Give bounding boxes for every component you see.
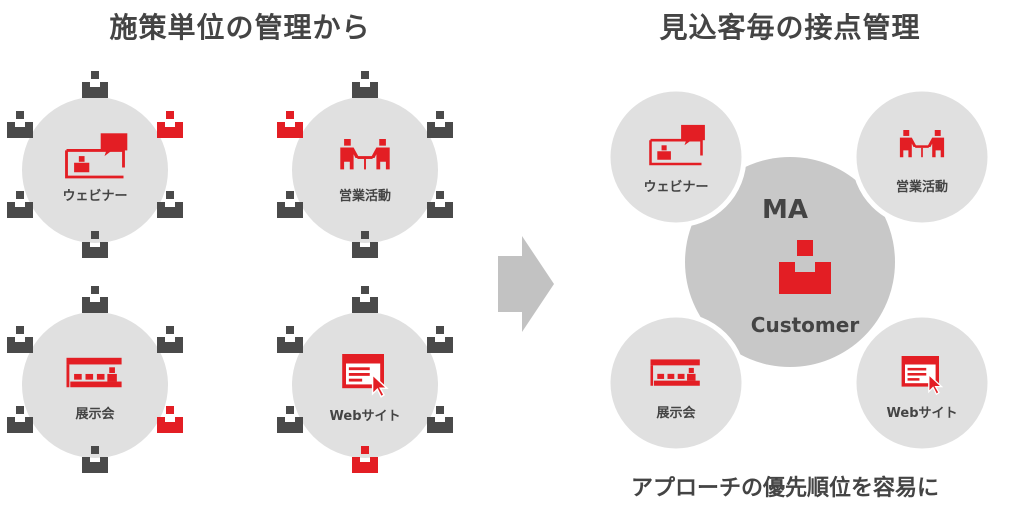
circle-label: Webサイト: [330, 409, 401, 424]
person-icon: [352, 231, 378, 258]
person-icon: [427, 326, 453, 353]
ma-center: MA Customer: [685, 157, 895, 367]
left-title: 施策単位の管理から: [109, 11, 371, 44]
exhibition-booth-icon: [66, 357, 122, 388]
circle-label: 営業活動: [896, 179, 948, 195]
touchpoint-circle: 展示会: [605, 312, 747, 454]
satellite-circle: [605, 86, 747, 228]
circle-label: 営業活動: [339, 188, 391, 204]
exhibition-booth-icon: [650, 359, 700, 386]
circle-label: 展示会: [75, 406, 115, 422]
person-icon: [779, 240, 831, 294]
touchpoint-circle: 営業活動: [851, 86, 993, 228]
right-arrow-icon: [498, 236, 554, 332]
measure-group: 営業活動: [277, 71, 453, 258]
person-icon: [7, 111, 33, 138]
measure-group: Webサイト: [277, 286, 453, 473]
person-icon: [277, 191, 303, 218]
meeting-icon: [899, 130, 945, 158]
person-icon: [277, 326, 303, 353]
person-icon: [277, 111, 303, 138]
person-icon: [157, 191, 183, 218]
footer-caption: アプローチの優先順位を容易に: [630, 476, 939, 501]
person-icon: [352, 446, 378, 473]
person-icon: [157, 406, 183, 433]
group-circle: [22, 97, 168, 243]
measure-group: 展示会: [7, 286, 183, 473]
touchpoint-circle: ウェビナー: [605, 86, 747, 228]
person-icon: [427, 191, 453, 218]
measure-group: ウェビナー: [7, 71, 183, 258]
person-icon: [82, 231, 108, 258]
touchpoint-circle: Webサイト: [851, 312, 993, 454]
webinar-icon: [65, 133, 128, 179]
person-icon: [82, 286, 108, 313]
right-title: 見込客毎の接点管理: [659, 11, 921, 44]
customer-label: Customer: [751, 313, 860, 337]
person-icon: [427, 406, 453, 433]
webinar-icon: [649, 124, 705, 166]
circle-label: 展示会: [656, 405, 696, 421]
person-icon: [277, 406, 303, 433]
person-icon: [352, 71, 378, 98]
person-icon: [82, 71, 108, 98]
person-icon: [427, 111, 453, 138]
person-icon: [7, 326, 33, 353]
person-icon: [352, 286, 378, 313]
group-circle: [292, 97, 438, 243]
person-icon: [7, 191, 33, 218]
website-icon: [342, 354, 389, 398]
person-icon: [157, 326, 183, 353]
person-icon: [7, 406, 33, 433]
circle-label: ウェビナー: [643, 179, 708, 195]
circle-label: Webサイト: [887, 406, 958, 421]
meeting-icon: [340, 139, 390, 170]
person-icon: [82, 446, 108, 473]
person-icon: [157, 111, 183, 138]
ma-title: MA: [762, 195, 808, 225]
website-icon: [901, 356, 944, 396]
circle-label: ウェビナー: [62, 188, 127, 204]
